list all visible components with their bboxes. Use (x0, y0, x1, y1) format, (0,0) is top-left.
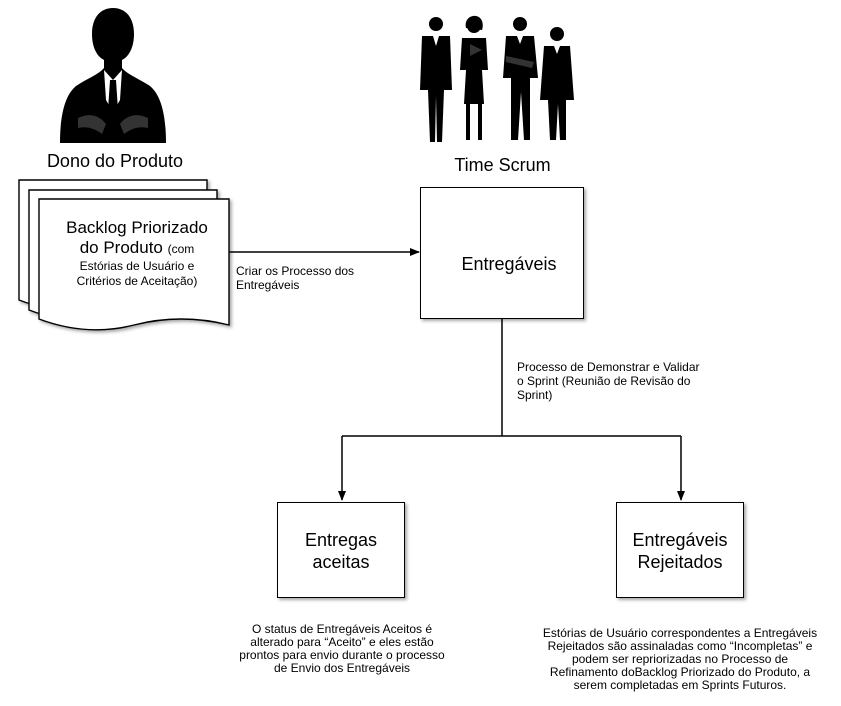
edge-demonstrate-line3: Sprint) (517, 388, 553, 402)
rejected-note: Estórias de Usuário correspondentes a En… (520, 627, 840, 692)
backlog-title-with: (com (167, 242, 195, 256)
backlog-doc-front (38, 198, 230, 331)
backlog-document-stack (18, 179, 230, 331)
edge-create-line2: Entregáveis (236, 278, 300, 292)
team-member-3 (503, 17, 538, 140)
accepted-deliveries-box: Entregas aceitas (277, 502, 405, 598)
rejected-deliverables-box: Entregáveis Rejeitados (616, 502, 744, 598)
rejected-note-line4: Refinamento doBacklog Priorizado do Prod… (549, 665, 811, 679)
rejected-note-line2: Rejeitados são assinaladas como “Incompl… (547, 639, 813, 653)
product-owner-label: Dono do Produto (46, 151, 184, 171)
edge-label-create-process: Criar os Processo dos Entregáveis (236, 264, 406, 292)
product-owner-silhouette (60, 8, 166, 143)
rejected-note-line5: serem completadas em Sprints Futuros. (573, 678, 787, 692)
rejected-label-line2: Rejeitados (637, 552, 723, 572)
backlog-title-line2: do Produto (com (52, 238, 222, 259)
team-member-4 (540, 27, 574, 140)
scrum-team-label: Time Scrum (454, 155, 551, 175)
accepted-note-line1: O status de Entregáveis Aceitos é (251, 622, 433, 636)
rejected-note-line3: podem ser repriorizadas no Processo de (571, 652, 789, 666)
deliverables-box: Entregáveis (420, 187, 584, 319)
deliverables-label: Entregáveis (461, 254, 557, 274)
edge-demonstrate-line2: o Sprint (Reunião de Revisão do (517, 374, 691, 388)
edge-demonstrate-line1: Processo de Demonstrar e Validar (517, 360, 700, 374)
connectors (229, 248, 685, 501)
accepted-note: O status de Entregáveis Aceitos é altera… (222, 623, 462, 675)
backlog-subtitle-line4: Critérios de Aceitação) (76, 274, 198, 288)
accepted-note-line3: prontos para envio durante o processo (239, 648, 445, 662)
rejected-label-line1: Entregáveis (632, 530, 728, 550)
accepted-note-line4: de Envio dos Entregáveis (273, 661, 411, 675)
backlog-text: Backlog Priorizado do Produto (com Estór… (52, 218, 222, 289)
accepted-label-line1: Entregas (304, 530, 378, 550)
accepted-note-line2: alterado para “Aceito” e eles estão (250, 635, 434, 649)
accepted-label-line2: aceitas (312, 552, 370, 572)
edge-create-line1: Criar os Processo dos (236, 264, 355, 278)
rejected-note-line1: Estórias de Usuário correspondentes a En… (542, 626, 818, 640)
backlog-subtitle-line3: Estórias de Usuário e (79, 259, 195, 273)
team-member-2 (460, 15, 488, 140)
edge-label-demonstrate: Processo de Demonstrar e Validar o Sprin… (517, 360, 727, 402)
team-member-1 (420, 17, 452, 142)
backlog-title-product: do Produto (79, 238, 163, 257)
scrum-team-silhouettes (420, 15, 574, 142)
backlog-title-line1: Backlog Priorizado (66, 218, 208, 237)
